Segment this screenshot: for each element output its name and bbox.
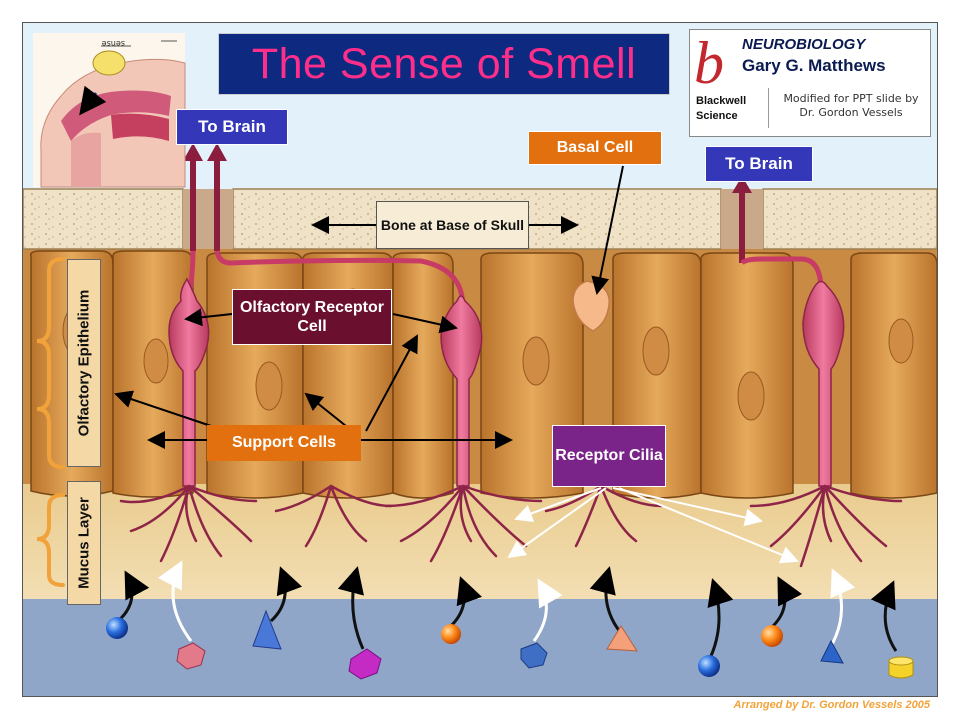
publisher-logo: b xyxy=(694,30,724,96)
book-author: Gary G. Matthews xyxy=(742,56,886,75)
book-series: NEUROBIOLOGY xyxy=(742,36,866,53)
olfactory-receptor-cells xyxy=(168,277,845,487)
head-inset-illustration: sense xyxy=(33,33,186,188)
support-cells-label: Support Cells xyxy=(207,425,361,461)
mucus-bracket xyxy=(36,493,65,587)
to-brain-arrowheads xyxy=(183,143,752,193)
brackets xyxy=(36,257,65,587)
receptor-cilia-branches xyxy=(119,484,903,568)
odorant-molecules xyxy=(106,609,914,680)
olfactory-epithelium-label: Olfactory Epithelium xyxy=(67,259,101,467)
book-divider xyxy=(768,88,769,128)
basal-cell-label: Basal Cell xyxy=(528,131,662,165)
bone-label: Bone at Base of Skull xyxy=(376,201,529,249)
nerve-fibers xyxy=(190,161,745,263)
epithelium-bracket-top xyxy=(36,257,65,375)
diagram-frame: sense The Sense of Smell b NEUROBIOLOGY … xyxy=(22,22,938,697)
olfactory-receptor-cell-label: Olfactory Receptor Cell xyxy=(232,289,392,345)
cilia-pointer-arrows xyxy=(507,487,799,564)
mucus-layer-label: Mucus Layer xyxy=(67,481,101,605)
odorant-arrows xyxy=(116,560,898,657)
page-title: The Sense of Smell xyxy=(218,33,670,95)
epithelium-bracket-bottom xyxy=(36,371,65,469)
to-brain-label-left: To Brain xyxy=(176,109,288,145)
receptor-cilia-label: Receptor Cilia xyxy=(552,425,666,487)
book-publisher: Blackwell Science xyxy=(696,95,747,122)
book-citation: b NEUROBIOLOGY Gary G. Matthews Blackwel… xyxy=(689,29,931,137)
svg-text:sense: sense xyxy=(102,39,125,48)
label-pointer-arrows xyxy=(114,165,624,449)
to-brain-label-right: To Brain xyxy=(705,146,813,182)
modified-note: Modified for PPT slide by Dr. Gordon Ves… xyxy=(783,92,919,119)
credit-line: Arranged by Dr. Gordon Vessels 2005 xyxy=(733,699,930,711)
